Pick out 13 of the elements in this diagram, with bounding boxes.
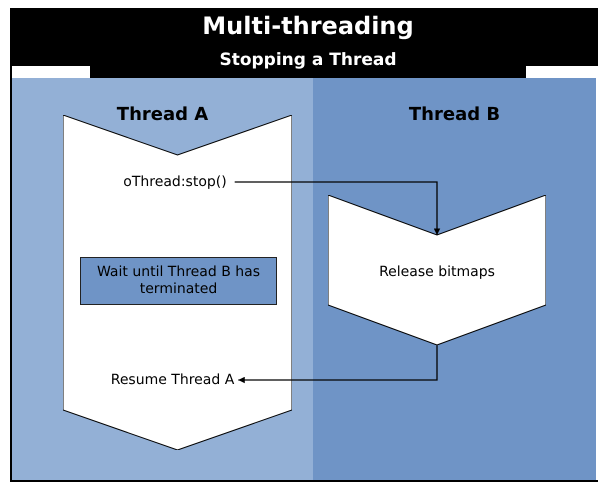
title: Multi-threading xyxy=(201,12,415,40)
swimlane xyxy=(313,78,596,480)
subtitle: Stopping a Thread xyxy=(218,50,398,70)
step-text: Resume Thread A xyxy=(90,368,255,392)
step-text: oThread:stop() xyxy=(95,170,255,194)
step-text: Release bitmaps xyxy=(378,264,496,280)
swimlane xyxy=(12,78,313,480)
lane-heading: Thread B xyxy=(408,104,502,125)
arrow xyxy=(234,181,440,235)
arrow xyxy=(238,345,438,384)
process-box: Wait until Thread B has terminated xyxy=(80,257,277,305)
chevron-shape xyxy=(328,195,546,345)
lane-heading: Thread A xyxy=(116,104,210,125)
